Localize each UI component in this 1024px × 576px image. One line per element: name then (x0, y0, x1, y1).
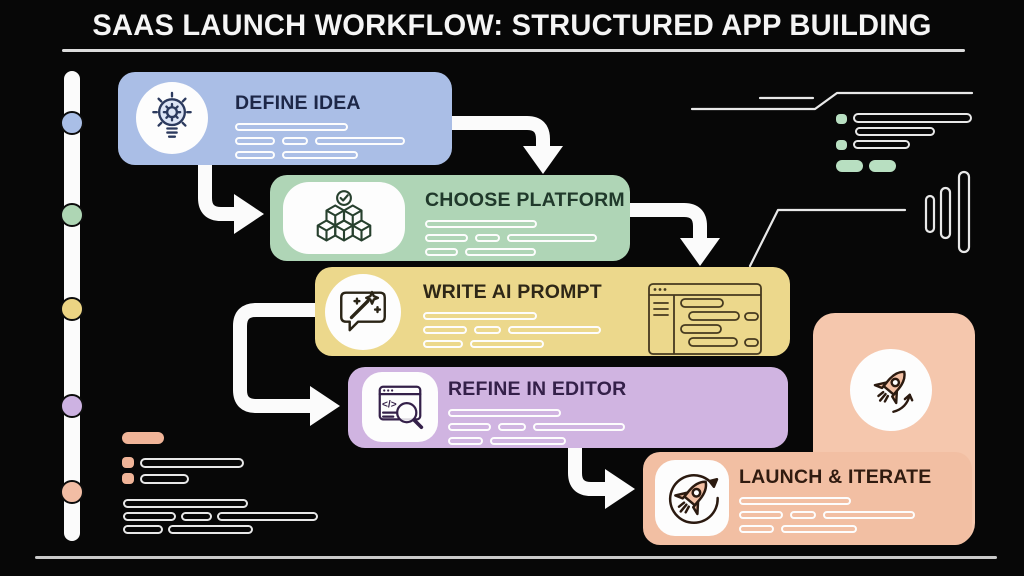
decor-mint-pill (869, 160, 896, 172)
decor-peach-square (122, 473, 134, 484)
placeholder-line (790, 511, 816, 519)
decor-outline-pill (217, 512, 318, 521)
decor-outline-pill (140, 474, 189, 484)
decor-line-mid-right (748, 208, 907, 268)
decor-outline-pill (123, 512, 176, 521)
page-title: SAAS LAUNCH WORKFLOW: STRUCTURED APP BUI… (92, 9, 932, 42)
decor-bar-small (924, 194, 936, 234)
rocket-circular-arrow-icon (655, 460, 729, 536)
step-title: CHOOSE PLATFORM (425, 189, 625, 211)
placeholder-line (470, 340, 544, 348)
placeholder-line (448, 423, 491, 431)
placeholder-line (448, 437, 483, 445)
placeholder-line (739, 525, 774, 533)
step-choose-platform: CHOOSE PLATFORM (270, 175, 630, 261)
decor-outline-pill (140, 458, 244, 468)
placeholder-line (425, 248, 458, 256)
decor-outline-pill (168, 525, 253, 534)
placeholder-text-block (448, 409, 626, 445)
step-launch-iterate: LAUNCH & ITERATE (643, 452, 972, 545)
decor-outline-pill (123, 499, 248, 508)
step-title: LAUNCH & ITERATE (739, 466, 932, 488)
decor-bar-medium (939, 186, 952, 240)
placeholder-text-block (423, 312, 602, 348)
placeholder-line (315, 137, 405, 145)
placeholder-line (533, 423, 625, 431)
arrowhead (234, 194, 264, 234)
placeholder-line (498, 423, 526, 431)
magic-wand-speech-bubble-icon (325, 274, 401, 350)
step-title: DEFINE IDEA (235, 92, 361, 114)
timeline-dot-write-ai-prompt (60, 297, 84, 321)
decor-mint-square (836, 140, 847, 150)
placeholder-line (282, 137, 308, 145)
placeholder-text-block (425, 220, 625, 256)
placeholder-line (823, 511, 915, 519)
placeholder-line (235, 151, 275, 159)
title-divider (62, 49, 965, 52)
timeline-dot-refine-in-editor (60, 394, 84, 418)
decor-line-top-right (690, 91, 974, 111)
placeholder-line (739, 511, 783, 519)
arrow-editor-to-launch (568, 448, 607, 496)
decor-outline-pill (855, 127, 935, 136)
placeholder-line (423, 326, 467, 334)
arrow-prompt-to-editor (233, 303, 315, 413)
arrowhead (523, 146, 563, 174)
placeholder-line (507, 234, 597, 242)
decor-outline-pill (853, 140, 910, 149)
arrowhead (605, 469, 635, 509)
step-write-ai-prompt: WRITE AI PROMPT (315, 267, 790, 356)
placeholder-line (781, 525, 857, 533)
lightbulb-gear-icon (136, 82, 208, 154)
placeholder-line (508, 326, 601, 334)
decor-peach-square (122, 457, 134, 468)
decor-mint-pill (836, 160, 863, 172)
placeholder-line (425, 234, 468, 242)
decor-bar-large (957, 170, 971, 254)
placeholder-line (423, 340, 463, 348)
placeholder-line (423, 312, 537, 320)
placeholder-line (282, 151, 358, 159)
arrowhead (680, 238, 720, 266)
cubes-stack-check-icon (283, 182, 405, 254)
timeline-dot-launch-iterate (60, 480, 84, 504)
decor-outline-pill (123, 525, 163, 534)
arrow-define-to-platform-top (452, 116, 550, 148)
code-editor-magnifier-icon: </> (362, 372, 438, 442)
placeholder-line (465, 248, 536, 256)
placeholder-line (448, 409, 561, 417)
placeholder-line (235, 123, 348, 131)
step-title: WRITE AI PROMPT (423, 281, 602, 303)
placeholder-text-block (739, 497, 931, 533)
code-window-illustration (648, 283, 762, 360)
placeholder-text-block (235, 123, 405, 159)
decor-outline-pill (181, 512, 212, 521)
placeholder-line (739, 497, 851, 505)
decor-outline-pill (853, 113, 972, 123)
step-define-idea: DEFINE IDEA (118, 72, 452, 165)
decor-mint-square (836, 114, 847, 124)
arrowhead (310, 386, 340, 426)
bottom-divider (35, 556, 997, 559)
timeline-dot-choose-platform (60, 203, 84, 227)
rocket-launch-icon (850, 349, 932, 431)
placeholder-line (235, 137, 275, 145)
placeholder-line (425, 220, 537, 228)
arrow-platform-to-prompt (630, 203, 707, 240)
svg-text:</>: </> (382, 400, 397, 411)
step-title: REFINE IN EDITOR (448, 378, 627, 400)
timeline-dot-define-idea (60, 111, 84, 135)
placeholder-line (474, 326, 501, 334)
placeholder-line (490, 437, 566, 445)
step-refine-in-editor: </> REFINE IN EDITOR (348, 367, 788, 448)
arrow-define-to-platform-left (198, 165, 236, 221)
decor-peach-pill (122, 432, 164, 444)
placeholder-line (475, 234, 500, 242)
